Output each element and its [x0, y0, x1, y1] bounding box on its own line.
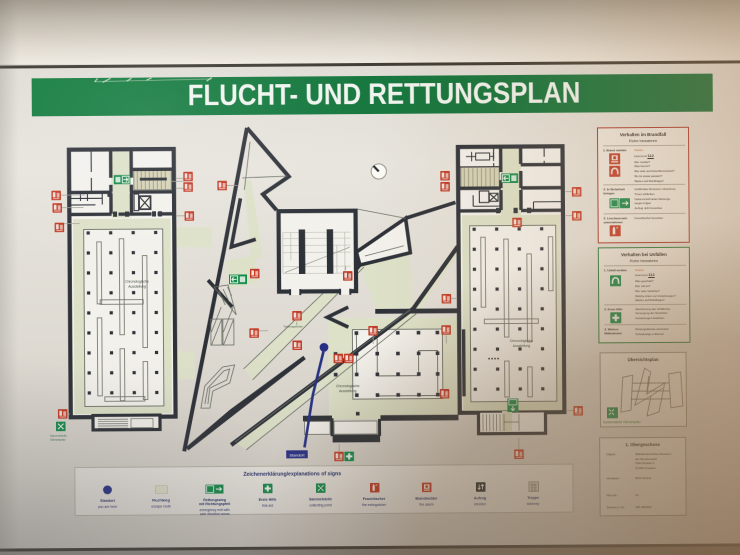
svg-text:Chronologische: Chronologische [336, 384, 360, 388]
svg-text:Olbrichtplatz: Olbrichtplatz [50, 438, 66, 442]
svg-text:Chronologische: Chronologische [510, 339, 534, 343]
svg-text:Chronologische: Chronologische [125, 280, 149, 284]
svg-text:Tiefenspeicher: Tiefenspeicher [283, 324, 303, 328]
svg-text:Ausstellung: Ausstellung [513, 344, 531, 348]
svg-text:Ausstellung: Ausstellung [128, 285, 146, 289]
svg-text:Ausstellung: Ausstellung [339, 389, 357, 393]
svg-text:Standort: Standort [289, 452, 305, 457]
